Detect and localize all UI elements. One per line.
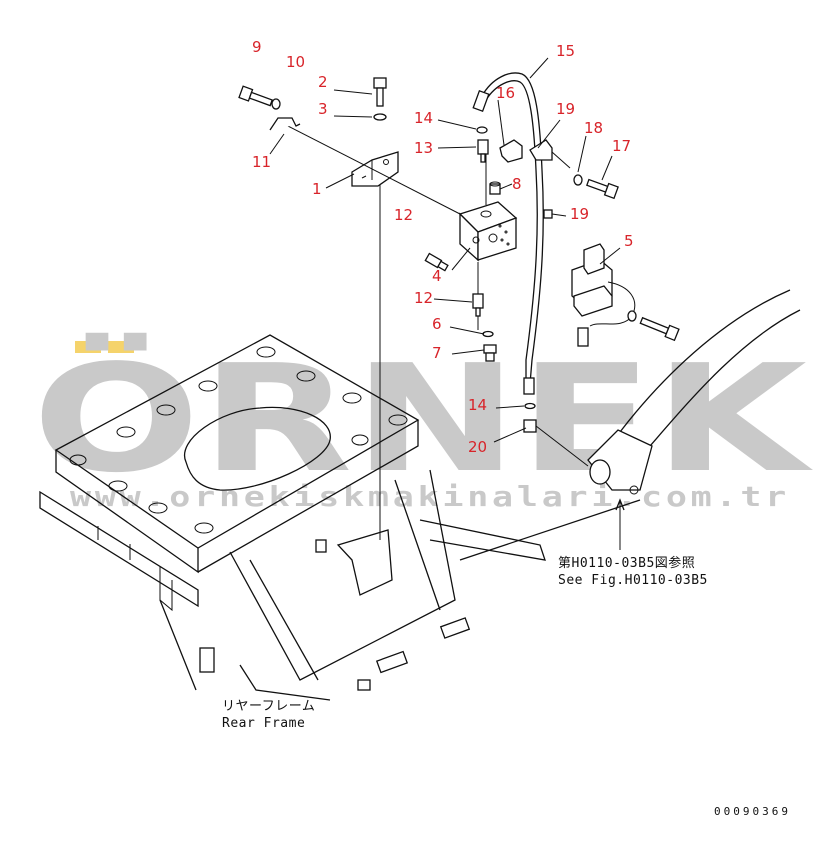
washer-part-5: [627, 310, 637, 322]
callout-3: 3: [318, 100, 328, 118]
rear-frame-label-en: Rear Frame: [222, 716, 305, 731]
main-hose: [587, 289, 801, 550]
watermark-accent-left: [75, 341, 101, 353]
callout-8: 8: [512, 175, 522, 193]
callout-19-upper: 19: [556, 100, 575, 118]
callout-7: 7: [432, 344, 442, 362]
fitting-part-12-lower: [472, 293, 484, 317]
frame-plate-edge-left: [55, 450, 199, 574]
frame-body-edge: [394, 479, 441, 611]
washer-part-3: [373, 113, 387, 121]
clamp-part-11: [269, 117, 301, 131]
callout-12-upper: 12: [394, 206, 413, 224]
callout-18: 18: [584, 119, 603, 137]
washer-part-18: [573, 174, 583, 186]
callout-1: 1: [312, 180, 322, 198]
callout-10: 10: [286, 53, 305, 71]
washer-part-10: [271, 98, 281, 110]
oring-part-14-top: [476, 126, 488, 134]
watermark-accent-right: [108, 341, 134, 353]
document-number: 00090369: [714, 805, 791, 818]
see-fig-note-en: See Fig.H0110-03B5: [558, 573, 708, 588]
watermark: ÖRNEK www.ornekiskmakinalari.com.tr: [32, 332, 814, 513]
clamp-part-19-lower: [543, 209, 553, 219]
leader-4: [451, 247, 471, 271]
rear-frame-label-jp: リヤーフレーム: [222, 699, 315, 714]
elbow-part-20: [523, 419, 589, 467]
callout-14-lower: 14: [468, 396, 487, 414]
bolt-part-9: [238, 85, 274, 107]
oring-part-14-lower: [524, 402, 536, 410]
callout-19-lower: 19: [570, 205, 589, 223]
frame-cutout: [183, 406, 331, 491]
frame-pad-1: [439, 617, 471, 639]
frame-leader-rear: [159, 599, 197, 691]
callout-labels: 9 10 11 1 2 3 14 13 8 12 4 12 6 7 15 16 …: [252, 38, 634, 456]
callout-14-top: 14: [414, 109, 433, 127]
solenoid-part-5: [571, 243, 636, 347]
leader-11-to-block: [283, 123, 461, 215]
frame-cross-bar: [459, 499, 641, 561]
bracket-part-1: [351, 151, 399, 187]
callout-15: 15: [556, 42, 575, 60]
plug-part-7: [483, 344, 497, 362]
rear-frame: [39, 334, 641, 701]
frame-boss-1: [315, 539, 327, 553]
frame-bracket: [336, 529, 393, 596]
oring-part-6: [482, 330, 494, 338]
watermark-url: www.ornekiskmakinalari.com.tr: [70, 480, 790, 513]
callout-12-lower: 12: [414, 289, 433, 307]
watermark-brand: ÖRNEK: [32, 332, 814, 505]
callout-17: 17: [612, 137, 631, 155]
callout-11: 11: [252, 153, 271, 171]
fitting-part-12-left: [424, 252, 449, 272]
frame-lower-edge: [239, 664, 331, 701]
callout-6: 6: [432, 315, 442, 333]
frame-body: [229, 469, 456, 681]
frame-boss-2: [357, 679, 371, 691]
callout-13: 13: [414, 139, 433, 157]
callout-5: 5: [624, 232, 634, 250]
frame-body-inner: [249, 559, 319, 681]
frame-tab: [199, 647, 215, 673]
bolt-part-5: [639, 316, 680, 342]
callout-leaders: [269, 57, 621, 443]
frame-holes: [69, 346, 408, 534]
see-fig-note-jp: 第H0110-03B5図参照: [558, 555, 695, 571]
bolt-part-17: [586, 178, 619, 200]
frame-rail-ribs: [97, 526, 173, 612]
bolt-part-2: [373, 77, 387, 107]
frame-cross-beam: [419, 519, 546, 561]
fitting-part-13: [477, 139, 489, 163]
callout-16: 16: [496, 84, 515, 102]
frame-plate-edge-right: [197, 420, 419, 573]
plug-part-8: [489, 181, 501, 195]
callout-20: 20: [468, 438, 487, 456]
valve-block: [458, 201, 518, 262]
callout-9: 9: [252, 38, 262, 56]
callout-2: 2: [318, 73, 328, 91]
frame-side-rail: [39, 490, 199, 608]
callout-4: 4: [432, 267, 442, 285]
clip-part-16: [499, 139, 523, 163]
frame-pad-2: [375, 650, 409, 674]
